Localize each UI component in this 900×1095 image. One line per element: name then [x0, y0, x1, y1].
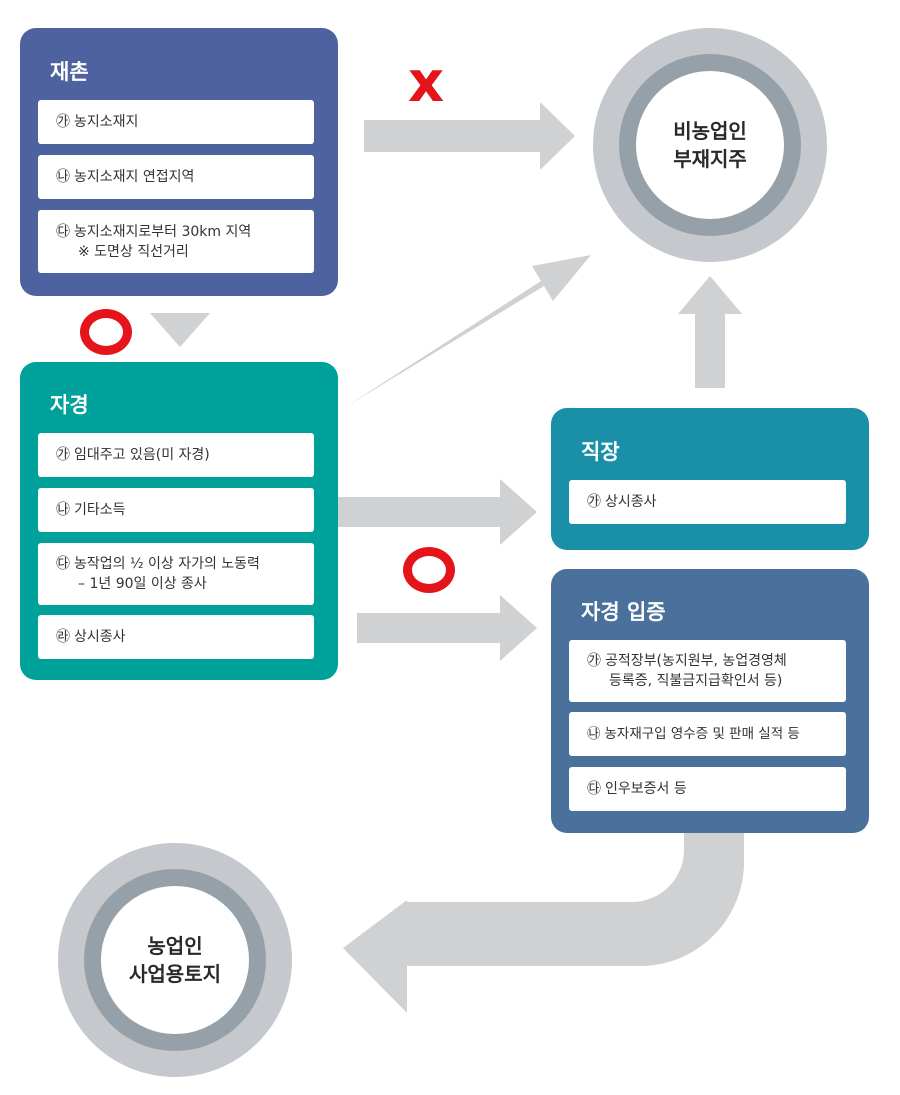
item-text: 인우보증서 등: [605, 781, 687, 797]
circle-line1: 비농업인: [673, 119, 747, 143]
item-text: 농지소재지: [74, 114, 139, 130]
item-text: 농작업의 ½ 이상 자가의 노동력: [74, 556, 260, 572]
item-text: 농지소재지 연접지역: [74, 169, 195, 185]
item-mark: ㉯: [587, 726, 601, 742]
arrow-jagyeong-to-ipjeung: [357, 595, 537, 661]
item-mark: ㉮: [56, 114, 70, 130]
item-mark: ㉰: [587, 781, 601, 797]
circle-farmer: 농업인 사업용토지: [101, 886, 249, 1034]
arrow-jikjang-to-nonfarmer: [678, 276, 742, 388]
item-mark: ㉮: [587, 494, 601, 510]
item-text-line2: 등록증, 직불금지급확인서 등): [609, 673, 783, 689]
item-mark: ㉱: [56, 629, 70, 645]
item-mark: ㉯: [56, 502, 70, 518]
circle-line2: 사업용토지: [129, 962, 221, 986]
item-text: 임대주고 있음(미 자경): [74, 447, 210, 463]
panel-title: 직장: [581, 440, 620, 464]
item-mark: ㉮: [56, 447, 70, 463]
o-mark-jaechon: [80, 309, 132, 355]
o-mark-jagyeong: [403, 547, 455, 593]
item-text: 상시종사: [74, 629, 126, 645]
arrow-imdae-to-nonfarmer: [298, 255, 591, 450]
arrow-ipjeung-to-farmer: [343, 825, 744, 1013]
x-mark: x: [408, 50, 445, 115]
item-mark: ㉰: [56, 223, 70, 240]
item-text-line2: – 1년 90일 이상 종사: [78, 576, 207, 592]
item-mark: ㉮: [587, 653, 601, 669]
item-text: 농지소재지로부터 30km 지역: [74, 223, 252, 240]
circle-line1: 농업인: [147, 934, 203, 958]
item-text: 공적장부(농지원부, 농업경영체: [605, 653, 787, 669]
item-text: 기타소득: [74, 502, 126, 518]
panel-title: 재촌: [50, 60, 89, 84]
item-text: 농자재구입 영수증 및 판매 실적 등: [604, 726, 800, 742]
panel-title: 자경 입증: [581, 600, 666, 624]
item-mark: ㉰: [56, 556, 70, 572]
arrow-jaechon-to-jagyeong: [150, 313, 210, 347]
item-text-line2: ※ 도면상 직선거리: [78, 243, 189, 260]
arrow-jaechon-to-nonfarmer: [364, 102, 575, 170]
circle-line2: 부재지주: [673, 147, 747, 171]
arrow-gitasodeuk-to-jikjang: [327, 479, 537, 545]
panel-title: 자경: [50, 393, 89, 417]
item-mark: ㉯: [56, 169, 70, 185]
item-text: 상시종사: [605, 494, 657, 510]
circle-non-farmer: 비농업인 부재지주: [636, 71, 784, 219]
